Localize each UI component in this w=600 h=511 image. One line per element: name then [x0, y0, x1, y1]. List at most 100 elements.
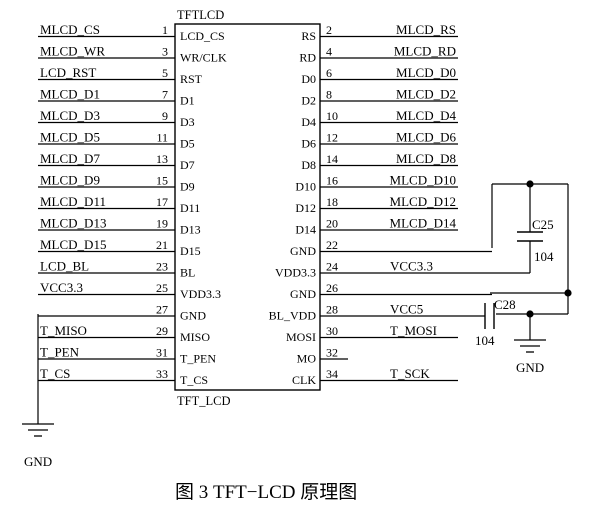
pin-number: 26	[326, 281, 338, 295]
pin-name: T_CS	[180, 373, 208, 387]
pin-number: 31	[156, 346, 168, 360]
pin-number: 4	[326, 45, 332, 59]
left-pin-row: 27 GND	[38, 303, 206, 323]
left-pin-row: 13 D7 MLCD_D7	[38, 151, 195, 172]
net-label: MLCD_D2	[396, 87, 456, 102]
figure-caption: 图 3 TFT−LCD 原理图	[175, 482, 357, 503]
pin-number: 33	[156, 367, 168, 381]
c25-value: 104	[534, 249, 554, 264]
net-label: MLCD_D8	[396, 151, 456, 166]
c28-name: C28	[494, 297, 516, 312]
capacitor-c28: C28 104	[475, 297, 516, 348]
net-label: MLCD_RD	[394, 44, 456, 59]
right-pin-row: 32 MO	[297, 346, 348, 366]
left-pin-row: 29 MISO T_MISO	[38, 323, 210, 344]
left-ground-icon	[22, 423, 54, 437]
pin-name: T_PEN	[180, 352, 216, 366]
net-label: T_MISO	[40, 323, 87, 338]
pin-number: 25	[156, 281, 168, 295]
net-label: LCD_BL	[40, 259, 89, 274]
pin-number: 7	[162, 88, 168, 102]
right-pin-row: 34 CLK T_SCK	[292, 366, 458, 387]
pin-number: 5	[162, 66, 168, 80]
pin-number: 22	[326, 238, 338, 252]
pin-name: WR/CLK	[180, 51, 227, 65]
pin-name: D10	[295, 180, 316, 194]
pin-number: 1	[162, 23, 168, 37]
c28-value: 104	[475, 333, 495, 348]
net-label: MLCD_D13	[40, 216, 106, 231]
pin-name: BL	[180, 266, 195, 280]
pin-name: RST	[180, 72, 203, 86]
pin-number: 17	[156, 195, 168, 209]
pin-number: 18	[326, 195, 338, 209]
net-label: MLCD_WR	[40, 44, 105, 59]
right-pin-row: 4 RD MLCD_RD	[299, 44, 458, 65]
net-label: MLCD_D4	[396, 108, 456, 123]
pin-name: CLK	[292, 373, 316, 387]
net-label: MLCD_D1	[40, 87, 100, 102]
net-label: MLCD_D12	[390, 194, 456, 209]
pin-name: MO	[297, 352, 317, 366]
junction-dot	[564, 289, 572, 297]
net-label: MLCD_D7	[40, 151, 100, 166]
pin-number: 14	[326, 152, 338, 166]
pin-name: MISO	[180, 330, 210, 344]
pin-name: GND	[180, 309, 206, 323]
pin-number: 29	[156, 324, 168, 338]
pin-name: D2	[301, 94, 316, 108]
pin-name: LCD_CS	[180, 29, 225, 43]
pin-number: 11	[156, 131, 168, 145]
net-label: MLCD_RS	[396, 22, 456, 37]
pin-name: RD	[299, 51, 316, 65]
net-label: T_SCK	[390, 366, 430, 381]
net-label: MLCD_D3	[40, 108, 100, 123]
capacitor-c25: C25 104	[517, 217, 554, 264]
pin-name: BL_VDD	[269, 309, 317, 323]
pin-number: 34	[326, 367, 338, 381]
c25-name: C25	[532, 217, 554, 232]
net-label: MLCD_D11	[40, 194, 106, 209]
pin-name: D1	[180, 94, 195, 108]
net-label: VCC5	[390, 302, 423, 317]
pin-number: 24	[326, 260, 338, 274]
pin-number: 19	[156, 217, 168, 231]
pin-name: D11	[180, 201, 200, 215]
pin-number: 32	[326, 346, 338, 360]
net-label: MLCD_D10	[390, 173, 456, 188]
right-ground-icon	[514, 339, 546, 353]
pin-name: D7	[180, 158, 195, 172]
pin-number: 27	[156, 303, 168, 317]
junction-dot	[526, 180, 534, 188]
net-label: VCC3.3	[40, 280, 83, 295]
pin-number: 13	[156, 152, 168, 166]
ic-body	[174, 23, 321, 391]
ic-bottom-label: TFT_LCD	[177, 394, 230, 408]
pin-number: 15	[156, 174, 168, 188]
pin-number: 20	[326, 217, 338, 231]
pin-number: 6	[326, 66, 332, 80]
pin-name: D9	[180, 180, 195, 194]
pin-number: 10	[326, 109, 338, 123]
right-ground-label: GND	[516, 360, 544, 375]
